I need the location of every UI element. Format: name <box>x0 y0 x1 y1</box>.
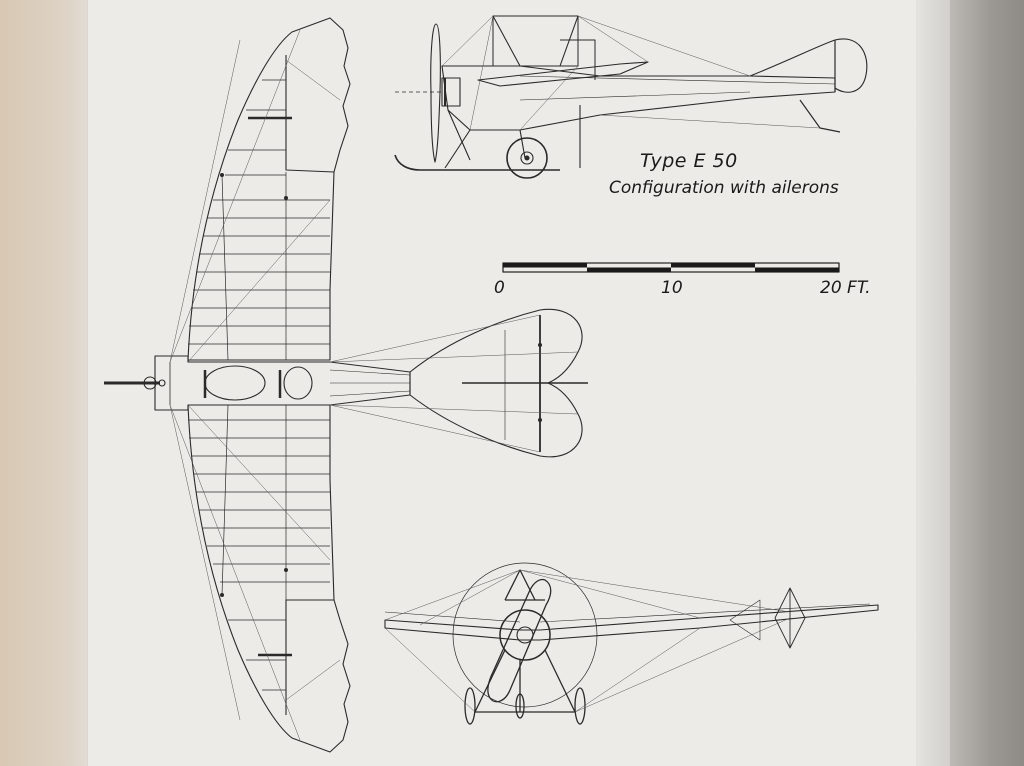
side-fuselage <box>441 65 836 131</box>
plan-bracing-wires <box>169 29 579 741</box>
scale-label-zero: 0 <box>494 278 505 298</box>
figure-title: Type E 50 <box>640 150 738 172</box>
side-wing <box>477 61 649 87</box>
plan-front-cockpit <box>204 365 266 401</box>
plan-upper-aileron <box>285 55 335 173</box>
front-engine <box>499 609 551 661</box>
plan-lower-ribs <box>188 404 330 691</box>
side-cabane <box>492 15 579 67</box>
scale-bar <box>502 262 840 273</box>
plan-upper-wing <box>187 17 351 361</box>
front-propeller-disc <box>452 562 598 708</box>
plan-rear-cockpit <box>283 366 313 400</box>
front-landing-gear <box>464 649 586 725</box>
plan-view <box>104 17 588 753</box>
side-view <box>394 15 868 179</box>
plan-lower-wing <box>187 404 351 753</box>
background-left <box>0 0 90 766</box>
plan-upper-ribs <box>188 79 330 361</box>
front-wings <box>384 604 879 641</box>
plan-lower-aileron <box>285 599 334 715</box>
page-edge-shadow <box>916 0 950 766</box>
front-view <box>384 562 879 725</box>
scale-label-twenty: 20 FT. <box>820 278 871 298</box>
figure-subtitle: Configuration with ailerons <box>609 178 839 198</box>
background-right <box>950 0 1024 766</box>
side-propeller <box>430 23 441 163</box>
side-wheel <box>506 137 548 179</box>
side-landing-gear <box>394 105 581 179</box>
front-propeller <box>487 578 552 703</box>
scale-label-ten: 10 <box>661 278 683 298</box>
side-rudder <box>749 38 868 93</box>
